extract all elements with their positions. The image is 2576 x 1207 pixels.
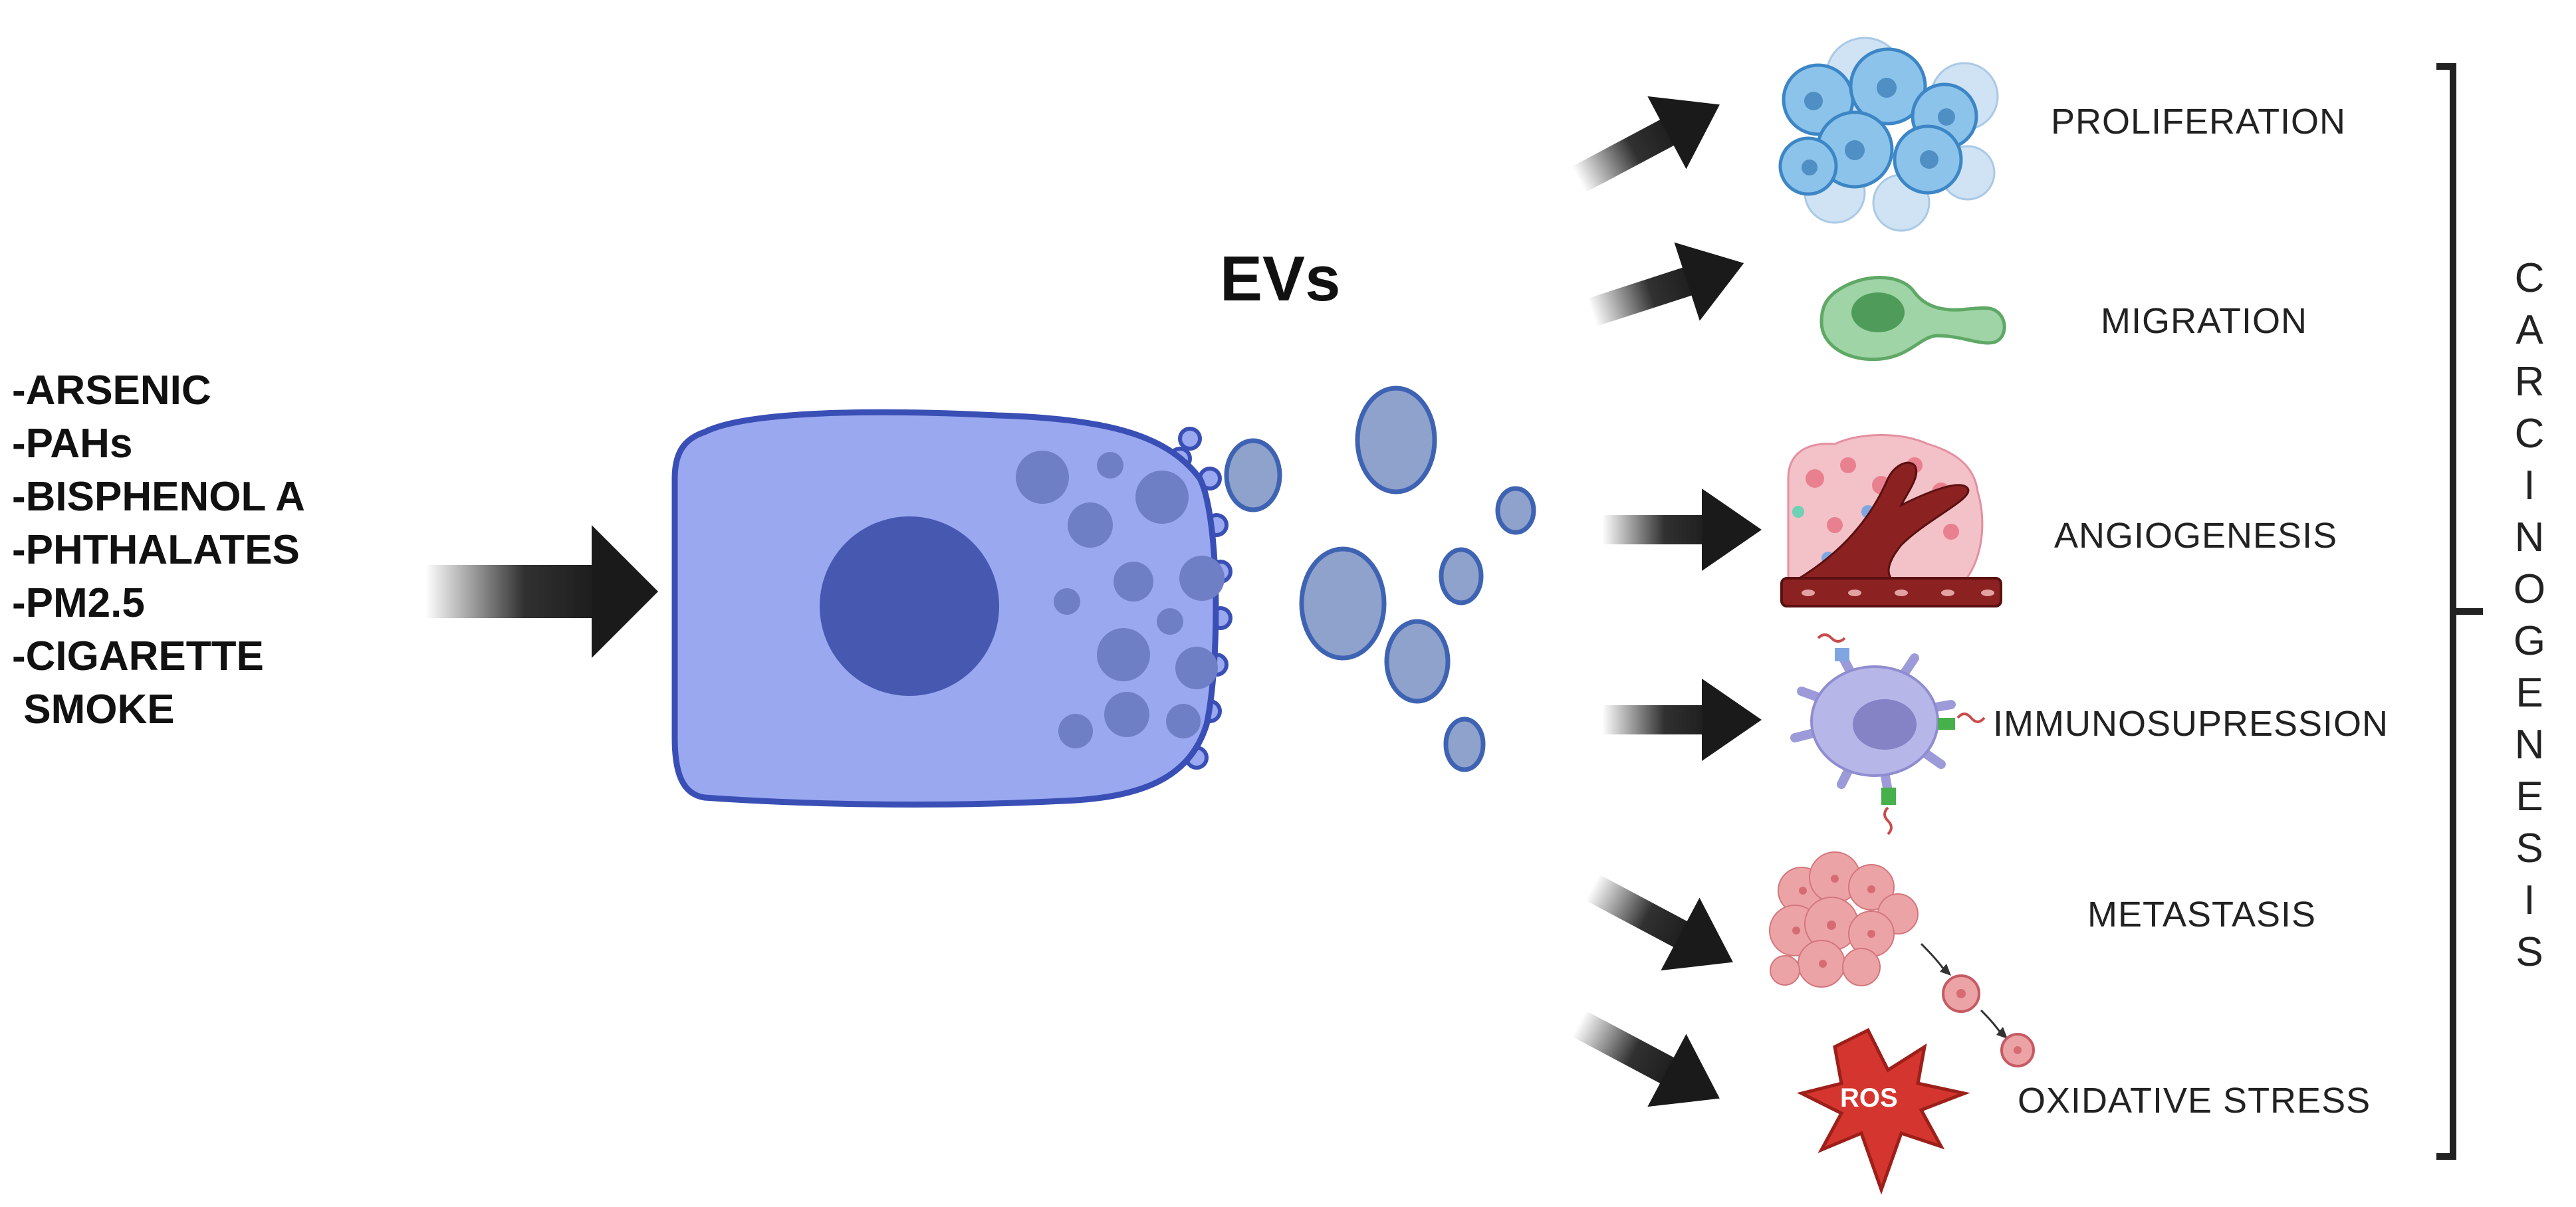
outcome-angiogenesis: ANGIOGENESIS <box>2054 516 2338 556</box>
tumor-spread-icon <box>1769 851 2035 1067</box>
carcinogenesis-bracket <box>2436 63 2483 1160</box>
exposure-item: -ARSENIC <box>12 368 211 413</box>
ros-label: ROS <box>1840 1083 1898 1113</box>
exposure-item: -PAHs <box>12 421 133 467</box>
carcinogenesis-letter: S <box>2516 825 2543 871</box>
exposure-list: -ARSENIC -PAHs -BISPHENOL A -PHTHALATES … <box>12 364 305 736</box>
carcinogenesis-letter: N <box>2514 514 2545 560</box>
intracellular-vesicles <box>1016 451 1225 748</box>
exposure-item: -PHTHALATES <box>12 527 300 573</box>
evs-label: EVs <box>1220 243 1341 314</box>
arrow-immunosupression <box>1602 679 1762 761</box>
outcome-oxidative-stress: OXIDATIVE STRESS <box>2018 1081 2371 1121</box>
carcinogenesis-letter: E <box>2516 774 2543 820</box>
carcinogenesis-letter: R <box>2514 359 2545 405</box>
carcinogenesis-letter: O <box>2513 566 2546 612</box>
arrow-migration <box>1579 223 1757 352</box>
outcome-migration: MIGRATION <box>2101 301 2307 341</box>
immune-cell-icon <box>1790 633 1986 835</box>
blood-vessel-icon <box>1780 434 2002 607</box>
arrow-angiogenesis <box>1602 489 1762 571</box>
ros-star-icon <box>1796 1028 1970 1195</box>
cell <box>671 409 1282 808</box>
outcome-proliferation: PROLIFERATION <box>2051 102 2347 142</box>
arrow-oxidative-stress <box>1559 987 1740 1135</box>
nucleus <box>820 516 999 696</box>
exposure-item: -BISPHENOL A <box>12 474 305 520</box>
cell-cluster-icon <box>1778 37 1999 232</box>
outcome-immunosupression: IMMUNOSUPRESSION <box>1993 704 2389 744</box>
arrow-proliferation <box>1559 68 1740 216</box>
carcinogenesis-letter: I <box>2523 463 2535 508</box>
migrating-cell-icon <box>1819 276 2006 362</box>
carcinogenesis-letter: C <box>2514 411 2545 457</box>
carcinogenesis-letter: N <box>2514 722 2545 768</box>
input-arrow <box>425 525 658 658</box>
exposure-item: SMOKE <box>12 687 175 732</box>
carcinogenesis-letter: A <box>2516 307 2543 353</box>
outcome-metastasis: METASTASIS <box>2087 895 2317 934</box>
carcinogenesis-letter: E <box>2516 670 2543 716</box>
carcinogenesis-letter: I <box>2523 877 2535 923</box>
output-arrows <box>1559 68 1762 1135</box>
arrow-metastasis <box>1572 851 1753 999</box>
carcinogenesis-letter: S <box>2516 929 2543 975</box>
exposure-item: -PM2.5 <box>12 580 145 626</box>
carcinogenesis-letter: G <box>2513 618 2546 664</box>
exposure-item: -CIGARETTE <box>12 633 264 679</box>
carcinogenesis-letter: C <box>2514 255 2545 301</box>
extracellular-vesicles <box>1299 385 1536 772</box>
carcinogenesis-label: C A R C I N O G E N E S I S <box>2496 253 2563 978</box>
